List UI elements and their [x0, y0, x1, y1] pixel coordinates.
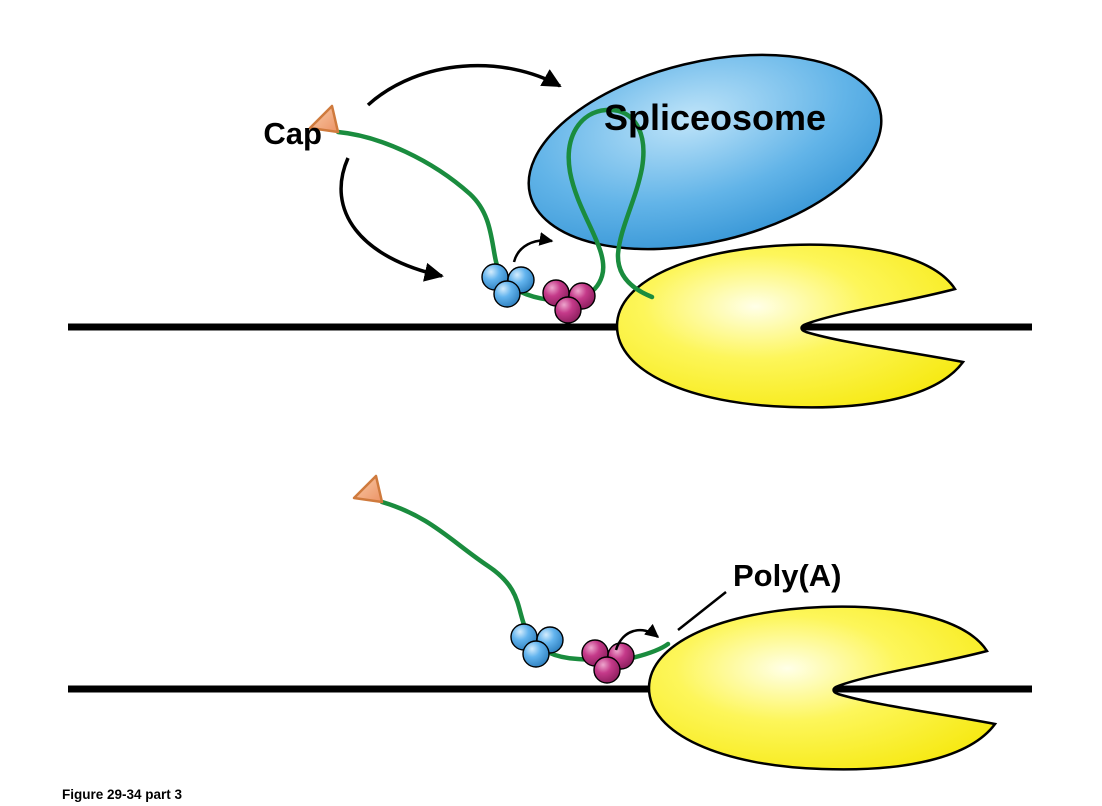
- polya-label: Poly(A): [733, 558, 842, 593]
- arrow-cap-to-factors: [339, 157, 444, 282]
- spliceosome-label: Spliceosome: [604, 97, 826, 138]
- figure-caption: Figure 29-34 part 3: [62, 787, 183, 802]
- arrow-polya-addition: [614, 623, 660, 651]
- magenta-factor-complex-bottom: [581, 639, 635, 684]
- spliceosome-body: [527, 53, 883, 251]
- blue-factor-complex-bottom: [510, 623, 564, 668]
- mrna-strand-top: [335, 107, 655, 303]
- polya-pointer-line: [677, 591, 727, 631]
- blue-factor-complex-top: [481, 263, 535, 308]
- magenta-factor-complex-top: [542, 279, 596, 324]
- arrow-cap-to-spliceosome: [366, 64, 562, 107]
- cap-label: Cap: [263, 116, 322, 151]
- cap-triangle-bottom: [352, 474, 384, 504]
- arrow-factors-to-mrna-top: [512, 232, 554, 263]
